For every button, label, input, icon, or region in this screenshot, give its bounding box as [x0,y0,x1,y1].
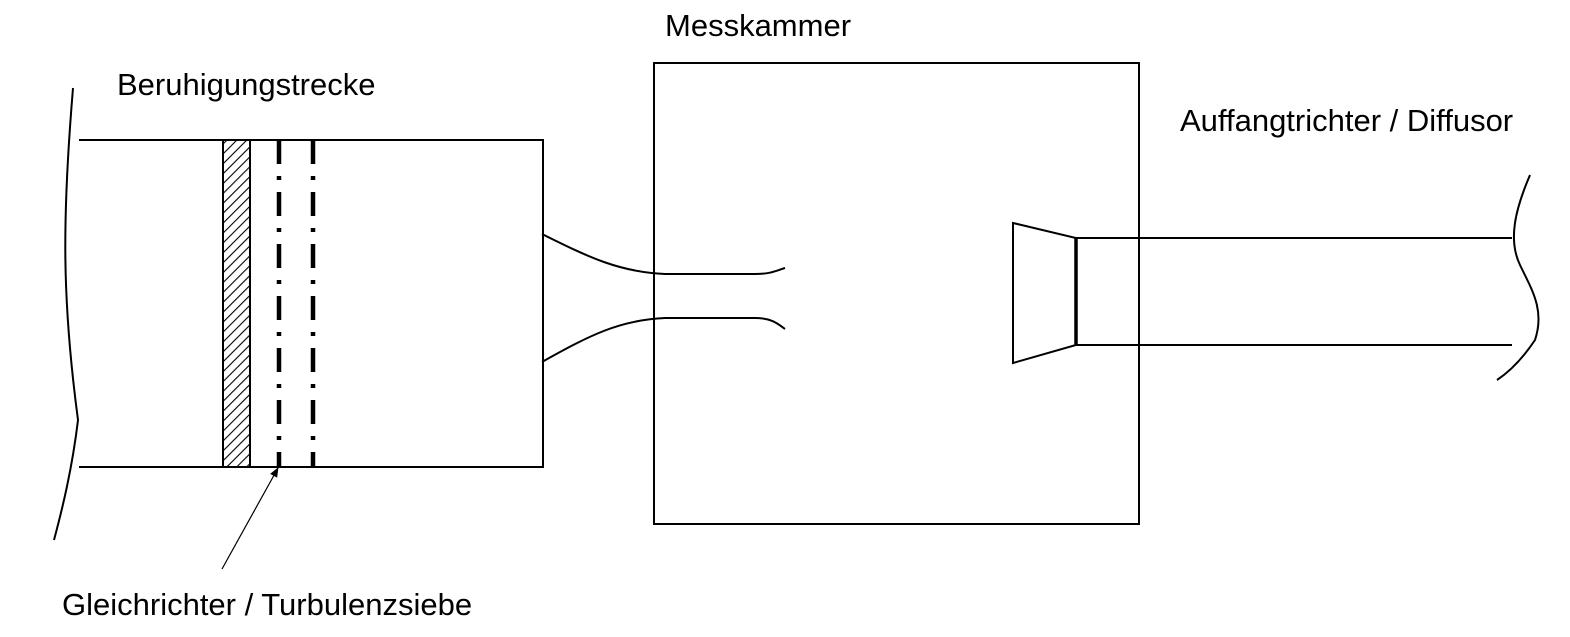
settling-chamber-break-line [53,87,80,541]
settling-chamber [53,87,544,541]
diffuser-break-line [1496,174,1540,381]
screens-label: Gleichrichter / Turbulenzsiebe [62,587,472,622]
test-chamber [653,62,1140,525]
nozzle-upper-contour [541,233,786,275]
collector-diffuser [1012,174,1540,381]
test-chamber-label: Messkammer [665,8,851,43]
collector-label: Auffangtrichter / Diffusor [1180,103,1513,138]
collector-funnel [1012,221,1077,365]
nozzle [541,233,786,363]
flow-straightener [222,139,251,468]
nozzle-lower-contour [541,317,786,363]
settling-chamber-label: Beruhigungstrecke [117,67,376,102]
screens-callout-arrow [221,467,279,570]
